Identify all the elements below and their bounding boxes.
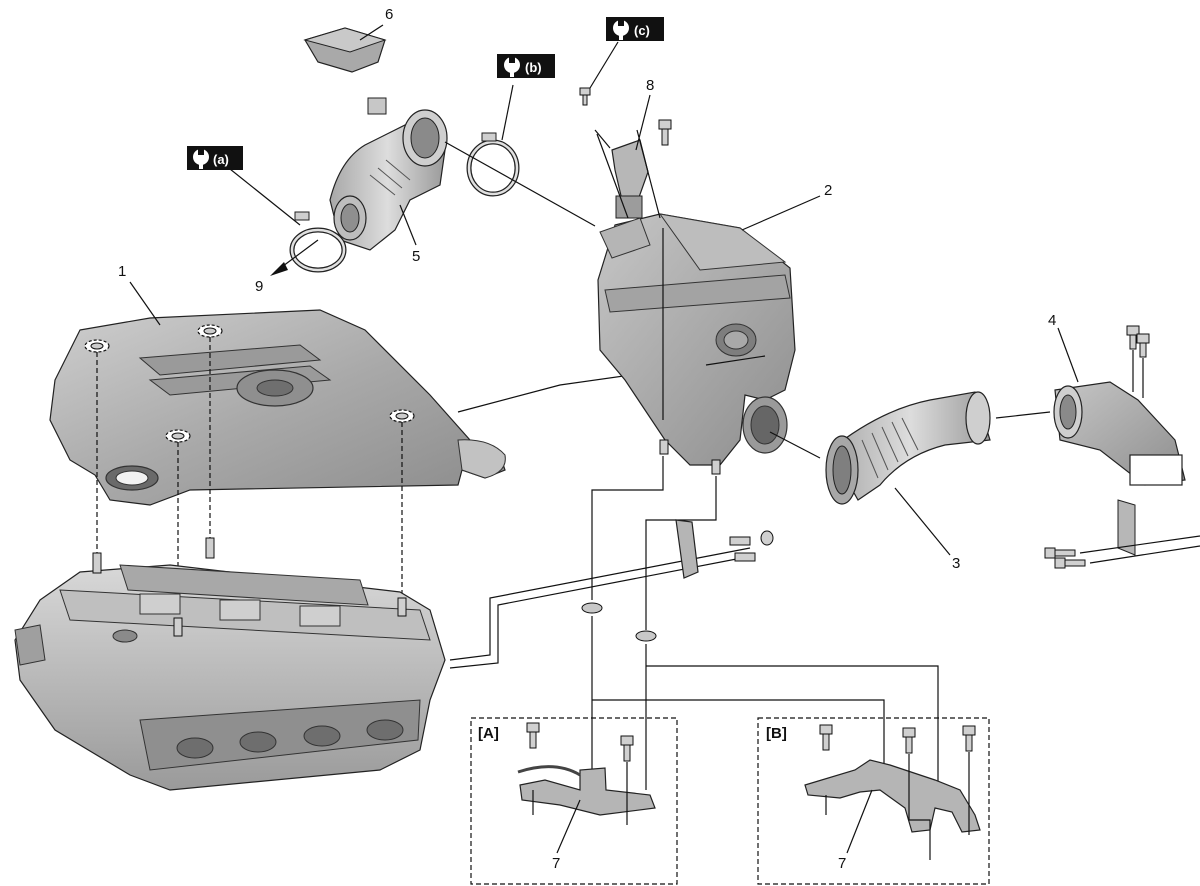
torque-tag-b-text: (b)	[525, 60, 542, 75]
callout-3: 3	[952, 555, 960, 572]
bracket-bolt	[526, 722, 634, 762]
connection-line	[449, 555, 753, 669]
connection-line	[1089, 545, 1200, 564]
connection-line	[444, 141, 596, 227]
air-cleaner-assembly	[597, 213, 796, 475]
connection-line	[591, 456, 664, 600]
alignment-line	[596, 133, 629, 219]
leader-line	[399, 204, 417, 246]
callout-7-a: 7	[552, 855, 560, 872]
cover-grommet-right	[389, 409, 415, 423]
resonator-cap	[303, 27, 387, 73]
leader-line	[894, 487, 951, 556]
torque-tag-b: (b)	[497, 54, 555, 78]
leader-line	[741, 195, 821, 231]
air-intake-pipe	[1053, 381, 1186, 556]
connection-line	[449, 547, 751, 661]
callout-6: 6	[385, 6, 393, 23]
leader-line	[635, 94, 651, 151]
leader-line	[359, 24, 384, 41]
air-inlet-duct	[825, 391, 991, 505]
engine-cover	[49, 309, 506, 506]
torque-tag-c: (c)	[606, 17, 664, 41]
leader-line	[1057, 327, 1079, 383]
alignment-line	[636, 129, 661, 219]
cover-grommet-rear-left	[197, 324, 223, 338]
cylinder-head	[14, 564, 446, 791]
bolt-axis-line	[908, 754, 931, 860]
callout-8: 8	[646, 77, 654, 94]
hose-clamp-a	[289, 211, 347, 273]
wrench-icon	[504, 56, 520, 77]
air-cleaner-bracket	[675, 519, 774, 579]
callout-2: 2	[824, 182, 832, 199]
detail-view-a-frame	[470, 717, 678, 885]
callout-4: 4	[1048, 312, 1056, 329]
air-cleaner-bolt	[658, 119, 672, 146]
leader-line	[846, 789, 873, 854]
connection-line	[592, 699, 885, 770]
callout-1: 1	[118, 263, 126, 280]
detail-view-b-label: [B]	[766, 725, 787, 742]
detail-view-a-label: [A]	[478, 725, 499, 742]
connection-line	[646, 665, 939, 795]
air-cleaner-bracket-a	[517, 765, 656, 816]
callout-9: 9	[255, 278, 263, 295]
connection-line	[1079, 535, 1200, 554]
cover-grommet-front-center	[165, 429, 191, 443]
wrench-icon	[613, 19, 629, 40]
leader-line	[594, 129, 611, 149]
callout-5: 5	[412, 248, 420, 265]
callout-7-b: 7	[838, 855, 846, 872]
air-cleaner-bracket-b	[804, 759, 981, 833]
leader-line	[556, 799, 581, 854]
leader-line	[129, 281, 161, 326]
sensor-screw	[579, 87, 591, 106]
connection-line	[995, 411, 1051, 419]
bracket-bolt	[819, 724, 976, 754]
torque-tag-a: (a)	[187, 146, 243, 170]
connection-line	[705, 355, 766, 366]
detail-view-b-frame	[757, 717, 990, 885]
torque-tag-c-text: (c)	[634, 23, 650, 38]
leader-line	[224, 164, 301, 226]
arrow-icon	[270, 239, 319, 276]
connection-line	[645, 476, 717, 630]
hose-clamp-b	[466, 132, 520, 197]
leader-line	[589, 41, 619, 89]
grommet	[581, 602, 657, 642]
intake-pipe-bolt	[1044, 547, 1086, 569]
connection-line	[769, 431, 821, 459]
leader-line	[501, 84, 514, 141]
air-inlet-hose	[329, 97, 448, 251]
cover-grommet-front-left	[84, 339, 110, 353]
wrench-icon	[193, 148, 209, 169]
torque-tag-a-text: (a)	[213, 152, 229, 167]
cover-stud	[92, 537, 407, 637]
intake-pipe-bolt	[1126, 325, 1150, 358]
